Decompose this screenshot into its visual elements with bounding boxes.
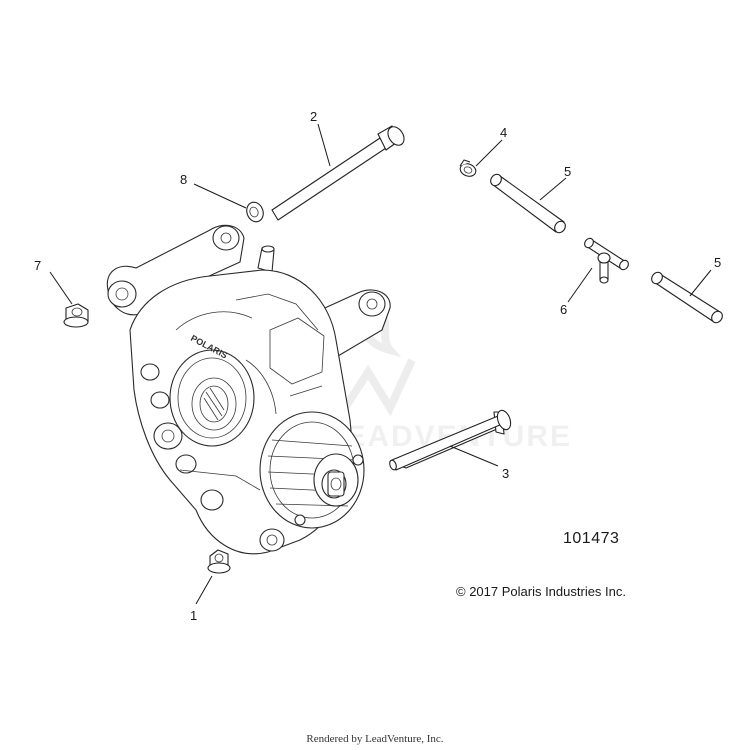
callout-5-upper: 5 — [564, 164, 571, 179]
callout-3: 3 — [502, 466, 509, 481]
part-2-bolt — [271, 125, 405, 221]
callout-5-lower: 5 — [714, 255, 721, 270]
callout-2: 2 — [310, 109, 317, 124]
callout-7: 7 — [34, 258, 41, 273]
part-7-nut — [63, 303, 89, 328]
copyright-notice: © 2017 Polaris Industries Inc. — [456, 584, 626, 599]
part-8-washer — [246, 201, 264, 223]
leader-lines — [49, 123, 712, 605]
part-3-bolt — [389, 409, 512, 471]
callout-4: 4 — [500, 125, 507, 140]
callout-8: 8 — [180, 172, 187, 187]
part-1-nut — [207, 549, 231, 574]
callout-numbers: 1 2 3 4 5 5 6 7 8 — [34, 109, 721, 623]
callout-1: 1 — [190, 608, 197, 623]
render-credit: Rendered by LeadVenture, Inc. — [306, 733, 444, 745]
part-6-tee-fitting — [584, 237, 629, 284]
transmission-housing: POLARIS — [106, 224, 391, 555]
part-5-hose-upper — [490, 173, 566, 234]
part-4-clamp — [459, 159, 477, 177]
part-5-hose-lower — [651, 271, 723, 324]
figure-number: 101473 — [563, 530, 620, 547]
callout-6: 6 — [560, 302, 567, 317]
